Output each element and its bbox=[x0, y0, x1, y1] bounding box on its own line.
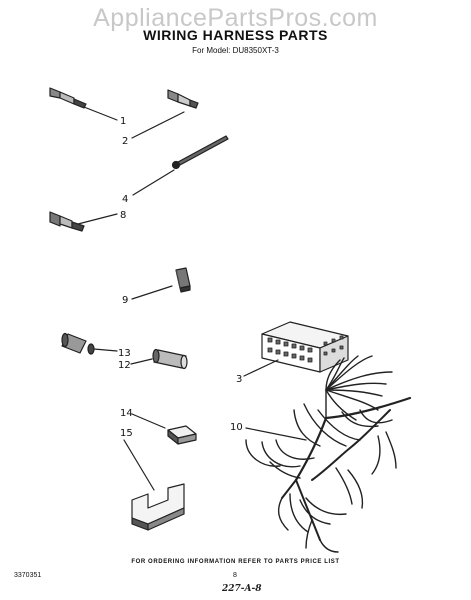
callout-12: 12 bbox=[118, 360, 131, 371]
leader-13 bbox=[93, 348, 118, 352]
watermark: AppliancePartsPros.com bbox=[93, 4, 378, 32]
part-15-bracket bbox=[131, 483, 185, 531]
part-2-terminal bbox=[167, 89, 199, 109]
part-3-connector-block bbox=[261, 321, 349, 373]
callout-8: 8 bbox=[120, 210, 126, 221]
leader-4 bbox=[132, 169, 175, 196]
callout-13: 13 bbox=[118, 348, 131, 359]
handwritten-code: 227-A-8 bbox=[222, 584, 262, 594]
leader-3 bbox=[243, 359, 279, 377]
ordering-note: FOR ORDERING INFORMATION REFER TO PARTS … bbox=[131, 559, 340, 565]
leader-1 bbox=[83, 106, 118, 121]
callout-14: 14 bbox=[120, 408, 133, 419]
callout-10: 10 bbox=[230, 422, 243, 433]
callout-15: 15 bbox=[120, 428, 133, 439]
leader-9 bbox=[131, 285, 173, 300]
callout-1: 1 bbox=[120, 116, 126, 127]
part-14-connector bbox=[167, 425, 197, 445]
part-4-cable-tie bbox=[171, 135, 229, 170]
callout-3: 3 bbox=[236, 374, 242, 385]
leader-12 bbox=[130, 358, 153, 365]
page-number: 8 bbox=[233, 572, 237, 579]
page-title: WIRING HARNESS PARTS bbox=[143, 27, 328, 43]
leader-10 bbox=[245, 427, 307, 441]
part-13-housing bbox=[61, 332, 95, 355]
part-1-terminal bbox=[49, 87, 87, 109]
part-12-sleeve bbox=[152, 348, 188, 370]
leader-15 bbox=[123, 439, 155, 491]
callout-2: 2 bbox=[122, 136, 128, 147]
callout-4: 4 bbox=[122, 194, 128, 205]
part-9-connector bbox=[175, 267, 191, 293]
callout-9: 9 bbox=[122, 295, 128, 306]
model-subtitle: For Model: DU8350XT-3 bbox=[192, 46, 279, 55]
part-8-terminal bbox=[49, 211, 85, 232]
document-number: 3370351 bbox=[14, 572, 42, 579]
leader-14 bbox=[131, 413, 166, 429]
leader-8 bbox=[77, 213, 118, 225]
leader-2 bbox=[131, 111, 185, 139]
part-10-wiring-harness bbox=[245, 355, 412, 553]
